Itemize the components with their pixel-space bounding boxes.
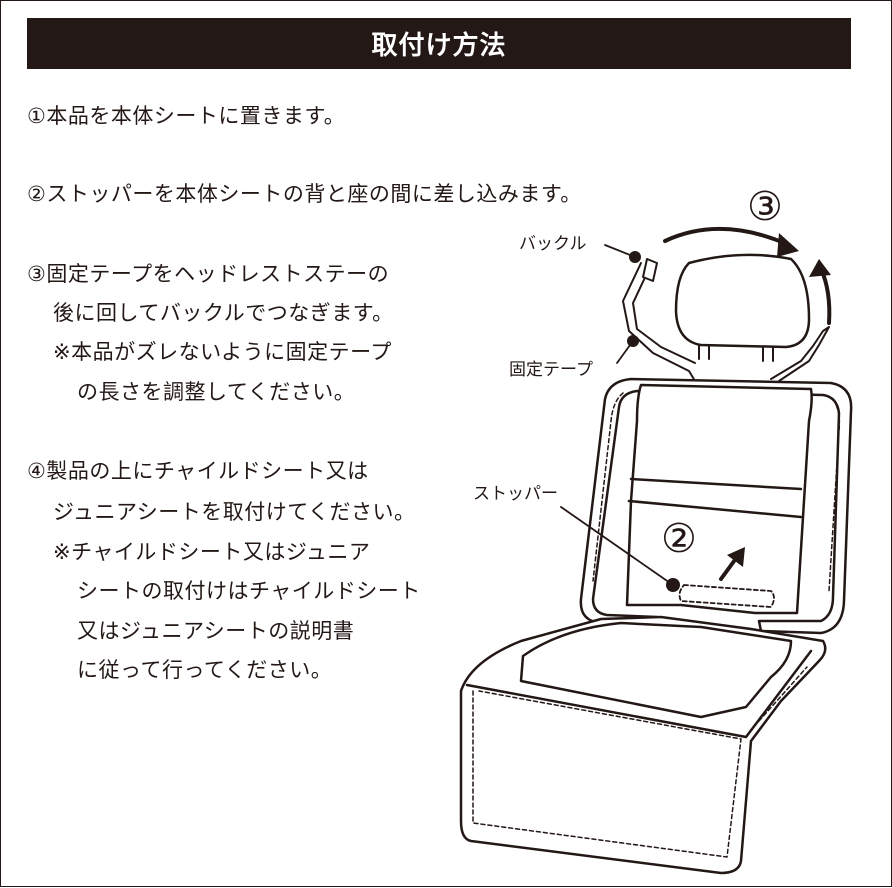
step-3-note-line-1: ※本品がズレないように固定テープ — [53, 340, 392, 364]
arrowhead-3-side — [809, 259, 831, 277]
seat-back-center-panel — [625, 383, 813, 615]
seat-back-divider — [627, 477, 803, 519]
label-buckle: バックル — [519, 234, 587, 254]
step-4-note-line-3: 又はジュニアシートの説明書 — [77, 619, 355, 643]
callout-step-3: ③ — [747, 184, 783, 230]
step-4-line-2: ジュニアシートを取付けてください。 — [53, 500, 416, 524]
seat-cushion-front-stitch — [472, 690, 742, 858]
arrowhead-2 — [727, 547, 745, 567]
headrest-stay-left — [698, 344, 710, 360]
step-3-line-2: 後に回してバックルでつなぎます。 — [53, 301, 394, 325]
leader-stopper — [560, 506, 674, 586]
step-4-note-line-1: ※チャイルドシート又はジュニア — [53, 540, 371, 564]
step-2-text: ②ストッパーを本体シートの背と座の間に差し込みます。 — [27, 182, 582, 206]
tape-dot — [627, 335, 639, 347]
step-4-line-1: ④製品の上にチャイルドシート又は — [27, 459, 369, 483]
callout-step-2: ② — [661, 516, 697, 562]
tape-strap-right — [770, 326, 830, 382]
step-1-text: ①本品を本体シートに置きます。 — [27, 104, 346, 128]
stopper — [678, 584, 775, 608]
arrow-2 — [719, 555, 739, 581]
buckle-dot — [629, 251, 641, 263]
seat-cushion-side-stitch — [758, 666, 808, 722]
step-4-note-line-2: シートの取付けはチャイルドシート — [77, 579, 421, 603]
tape-strap-left — [622, 262, 696, 382]
buckle-icon — [642, 258, 658, 282]
stopper-dot — [666, 578, 680, 592]
arrowhead-3-top — [777, 233, 799, 257]
headrest — [674, 253, 811, 349]
label-tape: 固定テープ — [509, 360, 593, 380]
step-3-note-line-2: の長さを調整してください。 — [77, 380, 356, 404]
headrest-stay-right — [762, 346, 774, 362]
seat-cushion-front-line — [465, 649, 813, 739]
seat-cushion-center — [519, 621, 793, 719]
page-title: 取付け方法 — [27, 18, 851, 69]
step-3-line-1: ③固定テープをヘッドレストステーの — [27, 262, 390, 286]
step-4-note-line-4: に従って行ってください。 — [77, 658, 333, 682]
label-stopper: ストッパー — [473, 484, 558, 504]
seat-back-stitch — [592, 392, 841, 592]
arrow-3-top — [663, 227, 791, 247]
arrow-3-side — [819, 267, 832, 325]
